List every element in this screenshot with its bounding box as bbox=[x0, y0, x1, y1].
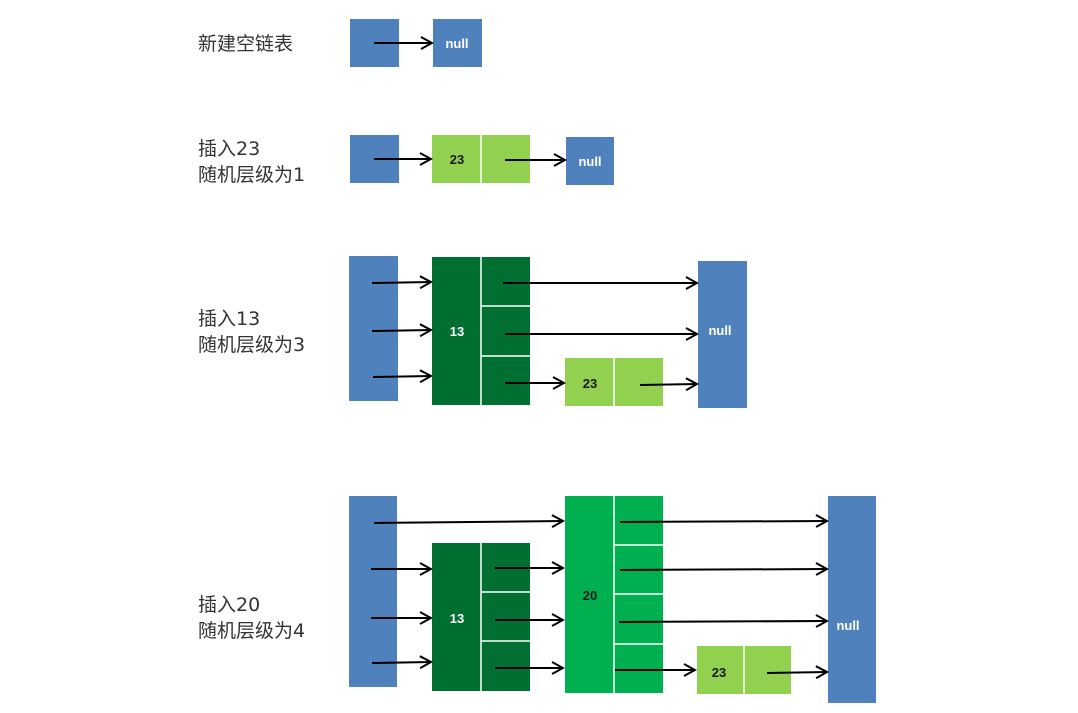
step-3-label: 插入13 随机层级为3 bbox=[198, 306, 305, 358]
node-13-value: 13 bbox=[450, 324, 464, 339]
null-node bbox=[828, 496, 876, 703]
step-2-subtitle: 随机层级为1 bbox=[198, 164, 306, 186]
pointer-arrow bbox=[371, 330, 431, 331]
null-node bbox=[698, 261, 747, 408]
step-4-label: 插入20 随机层级为4 bbox=[198, 592, 305, 644]
node-23-value: 23 bbox=[712, 665, 726, 680]
null-label: null bbox=[445, 36, 468, 51]
step-4-title: 插入20 bbox=[198, 594, 261, 616]
node-20-value: 20 bbox=[583, 588, 597, 603]
pointer-arrow bbox=[371, 282, 431, 283]
head-node bbox=[349, 256, 398, 401]
step-1-diagram: null bbox=[350, 19, 482, 67]
head-node bbox=[349, 496, 397, 687]
step-2-label: 插入23 随机层级为1 bbox=[198, 136, 305, 188]
pointer-arrow bbox=[619, 569, 827, 570]
node-13-value: 13 bbox=[450, 611, 464, 626]
pointer-arrow bbox=[766, 672, 827, 673]
step-4-diagram: 13 20 23 null bbox=[349, 496, 876, 703]
node-23-value: 23 bbox=[450, 152, 464, 167]
pointer-arrow bbox=[372, 376, 431, 377]
step-4-subtitle: 随机层级为4 bbox=[198, 620, 306, 642]
null-label: null bbox=[708, 323, 731, 338]
step-1-title: 新建空链表 bbox=[198, 33, 294, 55]
step-2-diagram: 23 null bbox=[350, 135, 614, 185]
step-3-title: 插入13 bbox=[198, 308, 261, 330]
pointer-arrow bbox=[618, 621, 827, 622]
step-3-diagram: 13 23 null bbox=[349, 256, 747, 408]
step-3-subtitle: 随机层级为3 bbox=[198, 334, 306, 356]
pointer-arrow bbox=[371, 662, 431, 663]
null-node bbox=[566, 137, 614, 185]
null-label: null bbox=[836, 618, 859, 633]
node-23-value: 23 bbox=[583, 376, 597, 391]
null-node bbox=[433, 19, 482, 67]
pointer-arrow bbox=[639, 384, 697, 385]
pointer-arrow bbox=[373, 521, 563, 523]
step-1-label: 新建空链表 bbox=[198, 31, 293, 57]
pointer-arrow bbox=[619, 521, 827, 522]
null-label: null bbox=[578, 154, 601, 169]
step-2-title: 插入23 bbox=[198, 138, 261, 160]
